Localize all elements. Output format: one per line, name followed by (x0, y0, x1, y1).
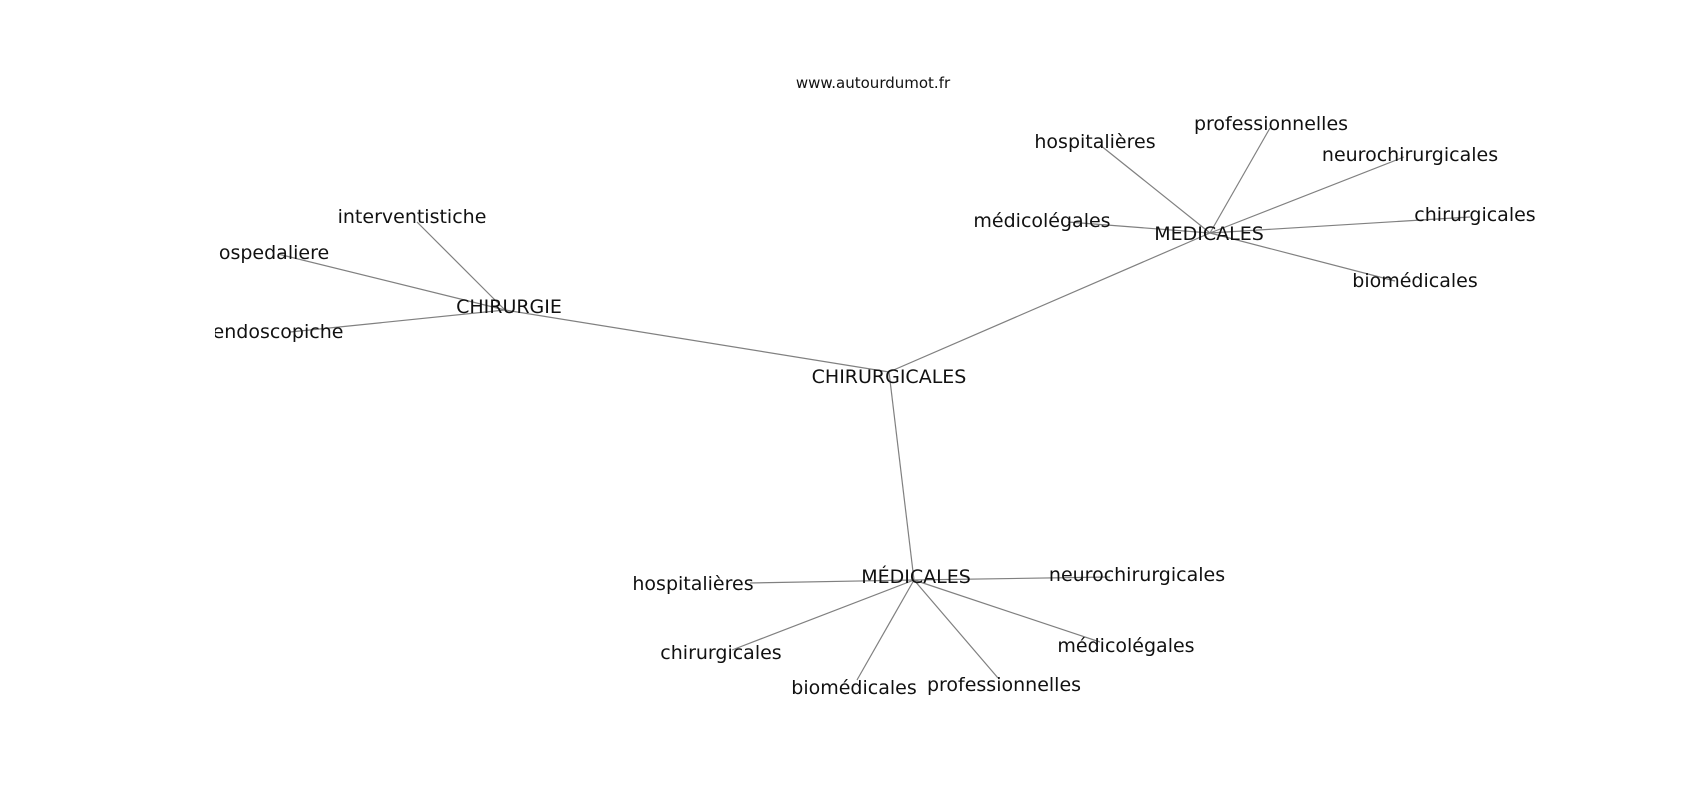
edge-chirurgie-endoscopiche (289, 309, 506, 333)
edge-medicales_bottom-biomedicales_b (856, 579, 915, 681)
node-label-hospitalieres-t: hospitalières (1034, 131, 1155, 153)
edge-medicales_bottom-professionnelles_b (913, 579, 999, 679)
node-label-professionnelles-t: professionnelles (1194, 113, 1348, 135)
edge-medicales_bottom-chirurgicales_b (731, 579, 915, 651)
node-label-chirurgicales-t: chirurgicales (1414, 204, 1535, 226)
edge-layer (277, 127, 1471, 681)
label-layer: CHIRURGICALES CHIRURGIE MEDICALES MÉDICALES… (213, 113, 1536, 699)
edge-medicales_top-hospitalieres_t (1099, 144, 1211, 234)
node-label-neurochirurgicales-b: neurochirurgicales (1049, 564, 1225, 586)
edge-medicales_top-neurochirurgicales_t (1209, 156, 1405, 234)
node-label-root: CHIRURGICALES (812, 366, 967, 388)
edge-medicales_top-professionnelles_t (1209, 127, 1271, 234)
node-label-medicales-bottom: MÉDICALES (861, 565, 971, 588)
node-label-biomedicales-t: biomédicales (1352, 270, 1477, 292)
edge-root-medicales_bottom (888, 371, 915, 581)
site-url: www.autourdumot.fr (796, 74, 951, 92)
node-label-chirurgie: CHIRURGIE (456, 296, 562, 318)
node-label-interventistiche: interventistiche (338, 206, 487, 228)
node-label-hospitalieres-b: hospitalières (632, 573, 753, 595)
edge-chirurgie-ospedaliere (277, 253, 506, 311)
node-label-biomedicales-b: biomédicales (791, 677, 916, 699)
node-label-chirurgicales-b: chirurgicales (660, 642, 781, 664)
edge-medicales_bottom-hospitalieres_b (749, 579, 915, 584)
edge-medicales_bottom-medicolegales_b (913, 579, 1101, 643)
node-label-medicales-top: MEDICALES (1154, 223, 1264, 245)
edge-root-chirurgie (504, 309, 890, 373)
edge-medicales_bottom-neurochirurgicales_b (913, 576, 1111, 581)
edge-medicales_top-medicolegales_t (1067, 221, 1211, 234)
node-label-medicolegales-t: médicolégales (973, 210, 1110, 232)
node-label-medicolegales-b: médicolégales (1057, 635, 1194, 657)
node-label-professionnelles-b: professionnelles (927, 674, 1081, 696)
edge-medicales_top-chirurgicales_t (1209, 216, 1471, 234)
edge-chirurgie-interventistiche (416, 221, 506, 311)
node-label-ospedaliere: ospedaliere (219, 242, 329, 264)
node-label-neurochirurgicales-t: neurochirurgicales (1322, 144, 1498, 166)
node-label-endoscopiche: endoscopiche (213, 321, 344, 343)
edge-medicales_top-biomedicales_t (1209, 232, 1396, 282)
edge-root-medicales_top (888, 232, 1211, 373)
